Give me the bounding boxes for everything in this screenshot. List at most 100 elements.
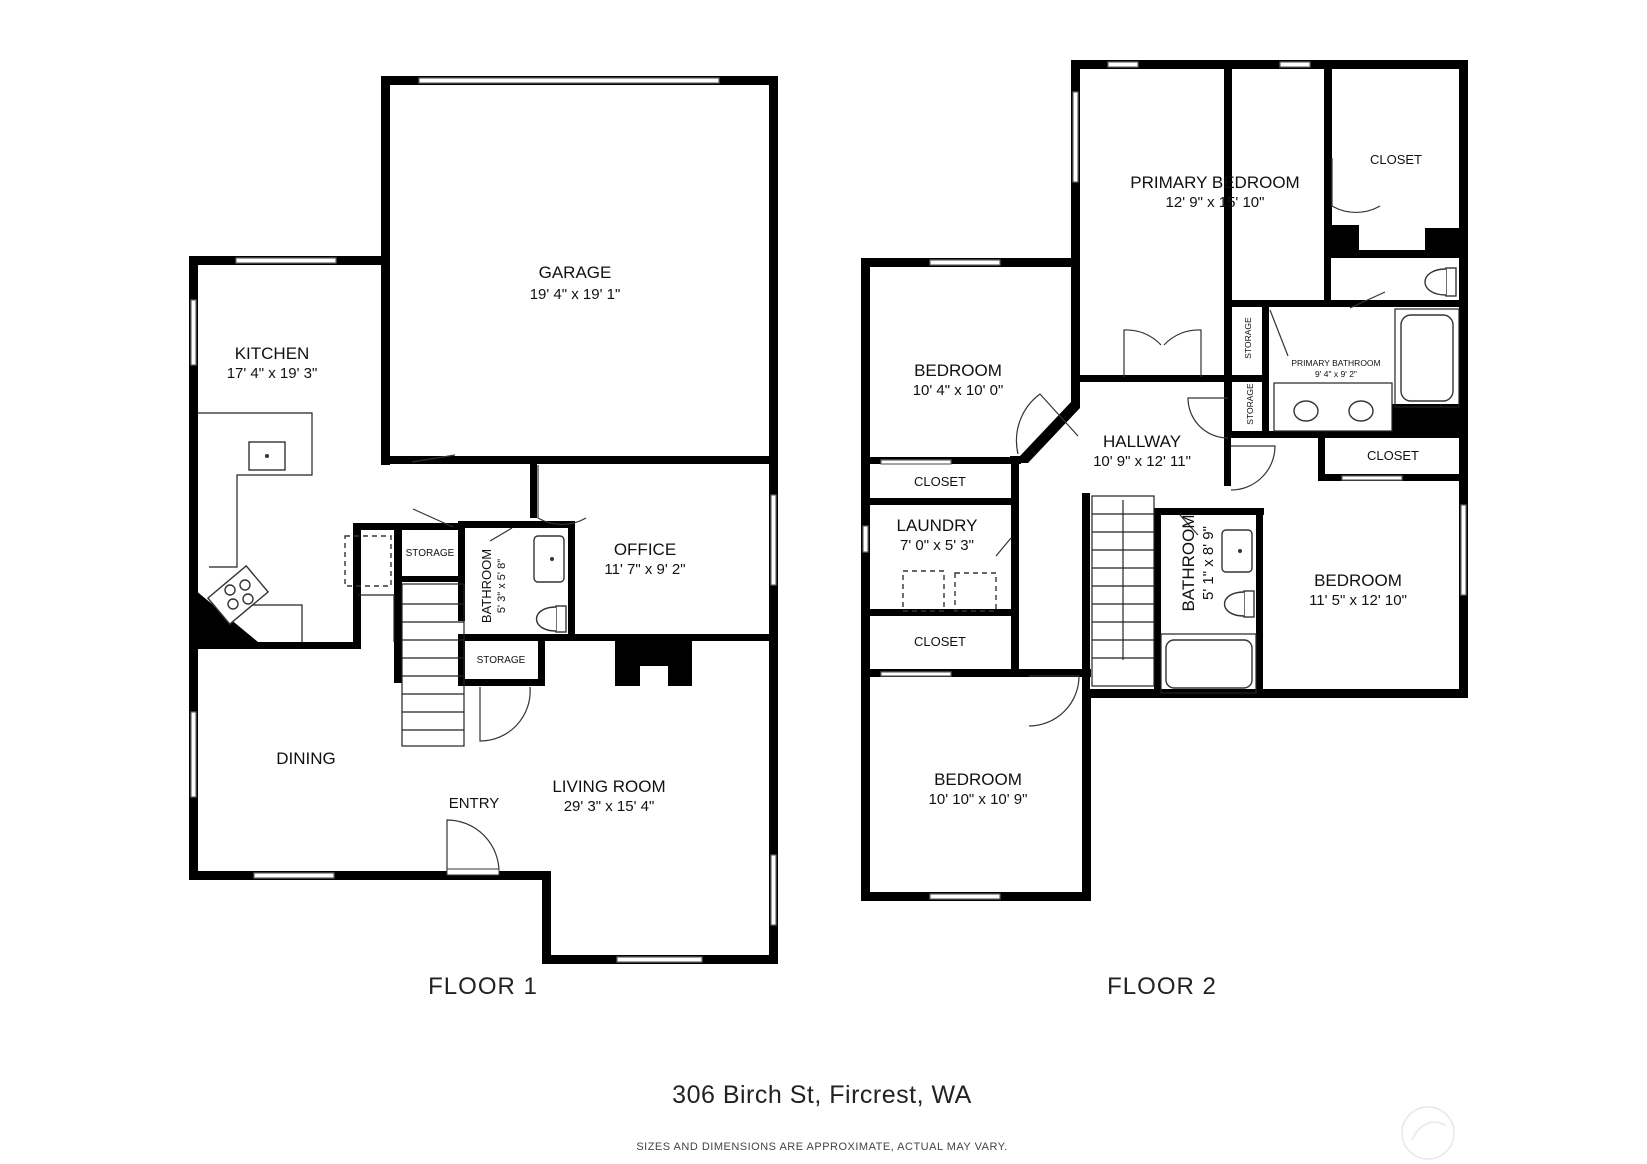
f2-wall-closet-r-west	[1318, 431, 1325, 481]
sink-icon	[1221, 529, 1253, 573]
entry-door	[446, 819, 500, 874]
f1-bath-door-swing	[489, 527, 513, 542]
primary-bathroom-label: PRIMARY BATHROOM	[1291, 358, 1380, 368]
f2-wall-wc-west	[1324, 250, 1331, 307]
f2-wall-bath-north	[1154, 508, 1264, 515]
storage-b-label: STORAGE	[477, 655, 526, 666]
f1-office-door	[537, 465, 587, 525]
office-dims: 11' 7" x 9' 2"	[604, 561, 685, 578]
bedroom-3-label: BEDROOM	[934, 770, 1022, 789]
f1-wall-storage-b-east	[538, 634, 545, 686]
primary-bedroom-label: PRIMARY BEDROOM	[1130, 173, 1299, 192]
stairs-icon	[401, 583, 465, 747]
f1-window-living-east	[770, 854, 777, 926]
bedroom-2-label: BEDROOM	[1314, 571, 1402, 590]
office-label: OFFICE	[614, 540, 676, 559]
f2-primary-door-right	[1163, 329, 1202, 377]
f2-wall-laundry-south	[861, 609, 1019, 616]
closet-primary-label: CLOSET	[1370, 152, 1422, 167]
sink-icon	[1348, 400, 1374, 422]
f1-bathroom-dims: 5' 3" x 5' 8"	[496, 559, 508, 613]
f2-wall-bath-east	[1256, 508, 1263, 698]
f2-wall-south-right	[1082, 689, 1468, 698]
f2-pbath-block	[1392, 404, 1468, 438]
floor-1-plan: GARAGE 19' 4" x 19' 1" KITCHEN 17' 4" x …	[189, 76, 778, 964]
sink-icon	[533, 535, 565, 583]
f2-window-laundry	[862, 525, 869, 553]
fireplace-opening	[640, 666, 668, 686]
dryer-icon	[954, 572, 997, 612]
f2-closet1-rod	[880, 459, 952, 465]
f1-wall-bay-west	[542, 871, 551, 964]
f2-wall-storage-west	[1224, 300, 1232, 438]
f2-window-bed1	[929, 259, 1001, 266]
f2-wall-bed3-east	[1082, 689, 1091, 901]
floor-2-caption: FLOOR 2	[1107, 973, 1217, 1000]
primary-bathroom-dims: 9' 4" x 9' 2"	[1315, 369, 1357, 379]
bathtub-icon	[1165, 639, 1253, 689]
vanity-counter	[1273, 382, 1393, 432]
f2-wall-storage-east	[1262, 300, 1269, 438]
f2-wall-laundry-east	[1011, 457, 1019, 677]
f2-bath-door	[1179, 514, 1199, 536]
f1-storage-b-door	[479, 686, 531, 742]
f2-wall-hall-east	[1224, 431, 1231, 486]
f2-window-bed2	[1460, 504, 1467, 596]
fridge-space	[344, 535, 392, 587]
f2-wall-primary-east	[1224, 60, 1232, 380]
disclaimer-caption: SIZES AND DIMENSIONS ARE APPROXIMATE, AC…	[636, 1141, 1007, 1153]
f2-bathroom-label: BATHROOM	[1179, 515, 1198, 612]
stairs-icon	[1091, 495, 1155, 687]
f1-wall-storage-b-south	[458, 679, 545, 686]
f2-wall-bath-west	[1154, 508, 1161, 698]
f1-wall-office-west	[530, 458, 537, 518]
f1-wall-storage-b-west	[458, 634, 465, 686]
f2-window-primary-west	[1072, 91, 1079, 183]
f1-wall-kitchen-dining	[189, 642, 357, 649]
f2-wall-closet1-south	[861, 498, 1019, 505]
f1-wall-west	[189, 256, 198, 880]
f1-wall-bath-west	[458, 521, 465, 621]
f1-wall-bath-east	[568, 521, 575, 640]
kitchen-dims: 17' 4" x 19' 3"	[227, 365, 318, 382]
f2-wall-primary-west	[1071, 60, 1080, 382]
primary-bedroom-dims: 12' 9" x 15' 10"	[1166, 194, 1265, 211]
sink-drain	[265, 454, 269, 458]
f2-wall-closet-west	[1324, 60, 1332, 258]
hallway-label: HALLWAY	[1103, 432, 1181, 451]
f2-wall-stair-west	[1082, 493, 1090, 689]
address-caption: 306 Birch St, Fircrest, WA	[672, 1081, 972, 1109]
f2-hall-door	[1230, 445, 1276, 491]
garage-label: GARAGE	[539, 263, 612, 282]
laundry-dims: 7' 0" x 5' 3"	[900, 537, 974, 554]
f2-wc-door	[1349, 291, 1386, 309]
f2-bed1-door	[1015, 393, 1079, 455]
hallway-dims: 10' 9" x 12' 11"	[1093, 453, 1191, 470]
f2-closet-door	[1331, 158, 1381, 213]
garage-door	[418, 77, 720, 84]
f1-window-office	[770, 494, 777, 586]
storage-a-label: STORAGE	[406, 548, 455, 559]
f2-wall-east	[1459, 60, 1468, 698]
f1-bathroom-label: BATHROOM	[479, 549, 494, 623]
laundry-label: LAUNDRY	[897, 516, 978, 535]
f1-wall-storage-north	[353, 523, 458, 530]
f2-storage-door	[1187, 397, 1229, 439]
f1-window-kitchen	[235, 257, 337, 264]
dining-label: DINING	[276, 749, 336, 768]
floor-2-plan: PRIMARY BEDROOM 12' 9" x 15' 10" CLOSET …	[861, 60, 1468, 901]
f1-storage-door-swing	[412, 508, 454, 528]
storage-1-label: STORAGE	[1243, 317, 1253, 359]
f2-window-bed3	[929, 893, 1001, 900]
f2-window-primary-a	[1107, 61, 1139, 68]
toilet-icon	[536, 605, 567, 633]
f1-window-dining-south	[253, 872, 335, 879]
kitchen-label: KITCHEN	[235, 344, 310, 363]
f2-pbath-door	[1269, 309, 1289, 357]
f2-laundry-door	[995, 537, 1012, 557]
f2-wall-closet-south-b	[1324, 250, 1468, 258]
f1-window-kitchen-west	[190, 299, 197, 366]
bathtub-surround	[1394, 308, 1460, 408]
bedroom-1-label: BEDROOM	[914, 361, 1002, 380]
